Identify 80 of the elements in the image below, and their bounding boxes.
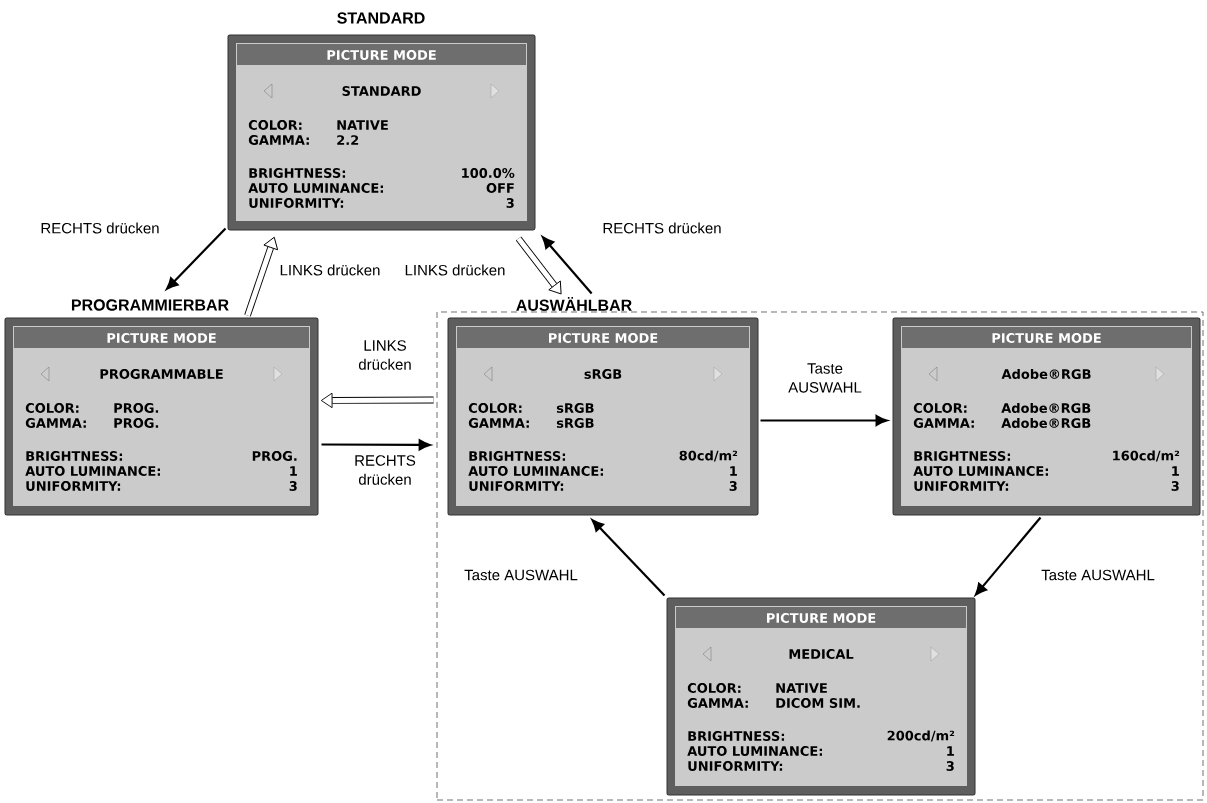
title-bar: PICTURE MODE <box>457 327 749 348</box>
setting-value: 3 <box>729 481 737 491</box>
setting-value: OFF <box>486 183 514 193</box>
setting-value: Adobe®RGB <box>1001 402 1091 414</box>
edge-label: LINKS drücken <box>278 263 382 277</box>
setting-value: PROG. <box>114 418 159 428</box>
setting-label: BRIGHTNESS: <box>914 451 1011 461</box>
setting-value: 1 <box>947 746 954 756</box>
setting-label: GAMMA: <box>248 135 309 145</box>
setting-value: 160cd/m² <box>1113 450 1180 462</box>
edge-label: Taste AUSWAHL <box>1040 568 1156 582</box>
setting-value: 200cd/m² <box>887 730 955 742</box>
setting-value: 3 <box>289 481 297 491</box>
title-bar: PICTURE MODE <box>237 44 526 65</box>
title-bar: PICTURE MODE <box>14 327 309 348</box>
setting-value: NATIVE <box>337 120 388 130</box>
setting-value: 1 <box>290 466 297 476</box>
setting-value: 2.2 <box>337 135 359 145</box>
mode-name: MEDICAL <box>789 649 854 659</box>
screen-heading: STANDARD <box>337 12 425 24</box>
arrow <box>591 519 666 597</box>
setting-value: 100.0% <box>462 168 515 178</box>
setting-label: BRIGHTNESS: <box>688 731 785 741</box>
group-heading: AUSWÄHLBAR <box>516 297 632 311</box>
setting-label: UNIFORMITY: <box>914 481 1009 491</box>
edge-label: Taste AUSWAHL <box>784 362 866 394</box>
setting-label: COLOR: <box>25 403 79 413</box>
arrow <box>321 439 431 451</box>
setting-value: 80cd/m² <box>679 450 738 462</box>
screen-heading: PROGRAMMIERBAR <box>71 299 229 311</box>
arrow <box>166 227 227 290</box>
setting-label: COLOR: <box>913 403 967 413</box>
setting-label: AUTO LUMINANCE: <box>25 466 160 476</box>
setting-label: AUTO LUMINANCE: <box>687 746 822 756</box>
setting-value: sRGB <box>556 418 594 428</box>
setting-value: NATIVE <box>776 683 827 693</box>
setting-label: BRIGHTNESS: <box>26 451 123 461</box>
setting-label: GAMMA: <box>25 418 86 428</box>
edge-label: LINKS drücken <box>403 263 507 277</box>
setting-label: BRIGHTNESS: <box>469 451 566 461</box>
setting-label: UNIFORMITY: <box>469 481 564 491</box>
arrow <box>542 236 593 295</box>
title-bar: PICTURE MODE <box>676 607 966 628</box>
setting-value: 1 <box>1172 466 1179 476</box>
setting-value: 3 <box>1171 481 1179 491</box>
arrow <box>515 236 562 295</box>
setting-label: COLOR: <box>687 683 741 693</box>
setting-label: UNIFORMITY: <box>688 761 783 771</box>
setting-label: BRIGHTNESS: <box>249 168 346 178</box>
setting-value: PROG. <box>252 451 297 461</box>
mode-name: PROGRAMMABLE <box>100 369 223 379</box>
setting-label: COLOR: <box>468 403 522 413</box>
edge-label: RECHTS drücken <box>601 221 723 235</box>
arrow <box>244 236 279 317</box>
setting-label: GAMMA: <box>687 698 748 708</box>
setting-label: COLOR: <box>248 120 302 130</box>
setting-value: 3 <box>506 198 514 208</box>
mode-name: Adobe®RGB <box>1001 368 1091 380</box>
setting-label: GAMMA: <box>913 418 974 428</box>
setting-label: AUTO LUMINANCE: <box>468 466 603 476</box>
arrow <box>974 516 1042 596</box>
edge-label: Taste AUSWAHL <box>463 568 579 582</box>
setting-label: UNIFORMITY: <box>26 481 121 491</box>
mode-name: sRGB <box>584 369 622 379</box>
setting-value: 3 <box>946 761 954 771</box>
setting-label: AUTO LUMINANCE: <box>248 183 383 193</box>
setting-label: GAMMA: <box>468 418 529 428</box>
edge-label: RECHTS drücken <box>349 454 421 486</box>
setting-value: Adobe®RGB <box>1001 417 1091 429</box>
mode-name: STANDARD <box>342 86 421 96</box>
edge-label: LINKS drücken <box>349 339 421 371</box>
title-bar: PICTURE MODE <box>902 327 1191 348</box>
edge-label: RECHTS drücken <box>39 221 161 235</box>
setting-value: DICOM SIM. <box>776 698 860 708</box>
arrow <box>320 392 434 409</box>
setting-label: AUTO LUMINANCE: <box>913 466 1048 476</box>
setting-value: sRGB <box>556 403 594 413</box>
setting-label: UNIFORMITY: <box>249 198 344 208</box>
setting-value: 1 <box>730 466 737 476</box>
setting-value: PROG. <box>114 403 159 413</box>
